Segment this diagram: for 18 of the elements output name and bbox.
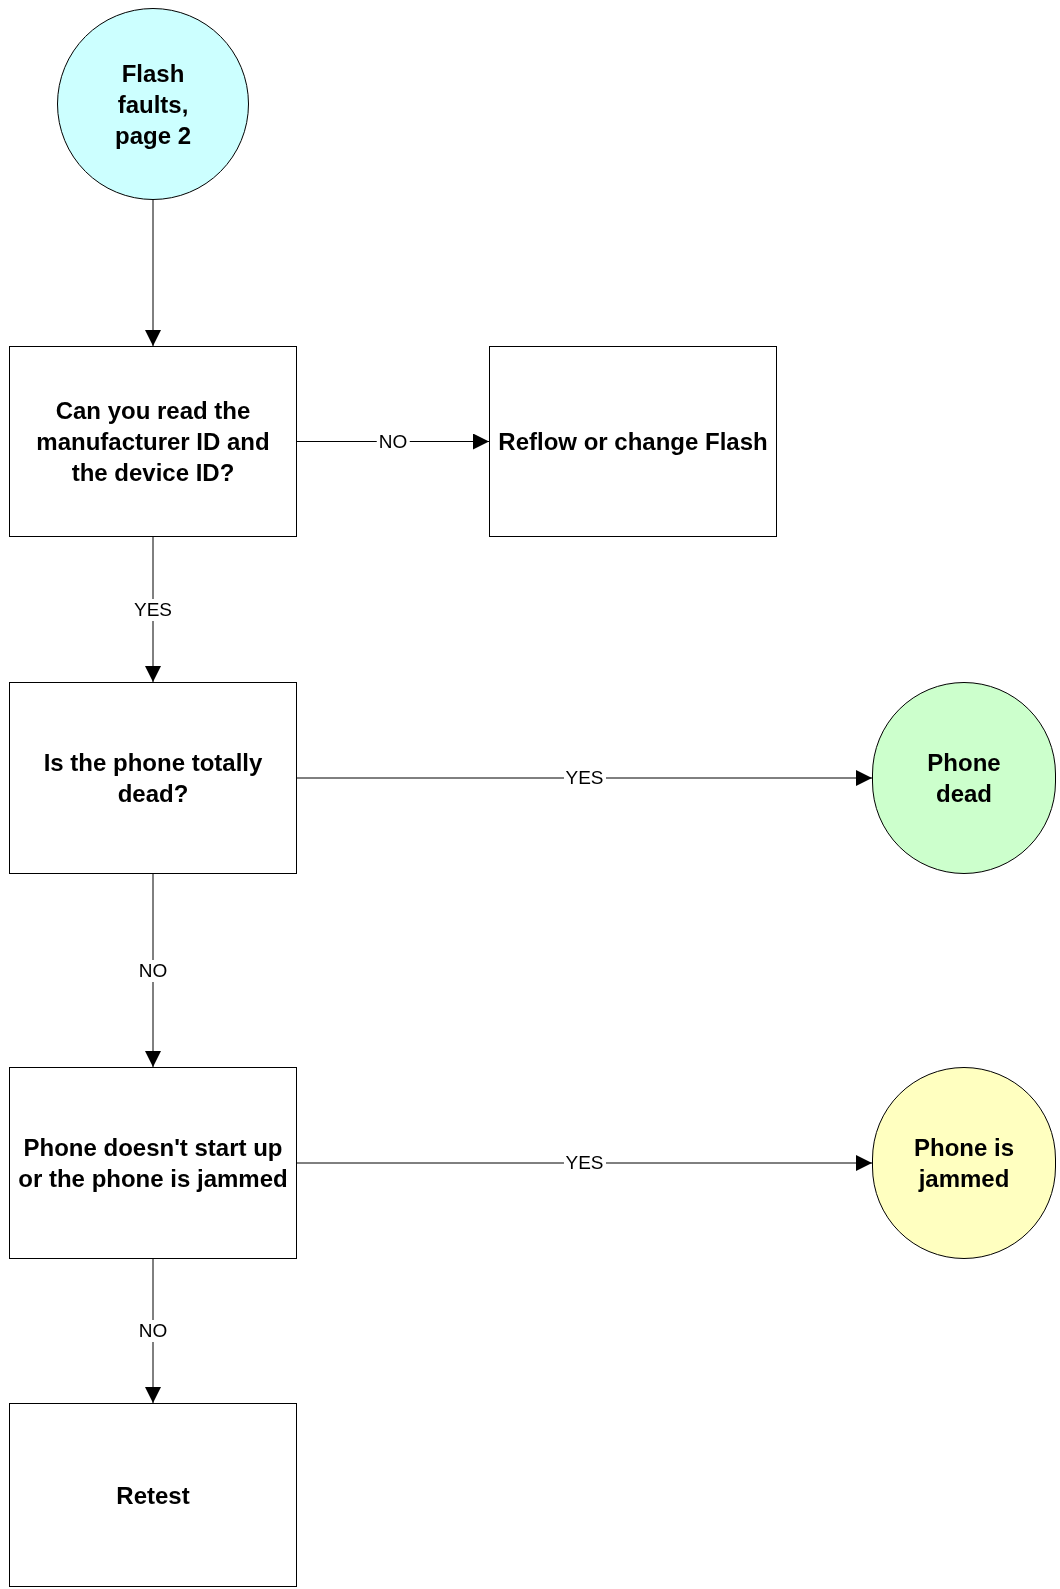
node-text: Is the phone totally dead? (42, 748, 264, 809)
process-box (9, 1403, 297, 1587)
node-text: Phone is jammed (913, 1133, 1015, 1194)
process-box (489, 346, 777, 537)
node-text: Flash faults, page 2 (114, 58, 192, 151)
node-text: Retest (116, 1480, 190, 1511)
node-text: Reflow or change Flash (498, 427, 768, 457)
arrow (296, 1155, 873, 1171)
arrow (145, 873, 161, 1068)
process-box (9, 1067, 297, 1259)
node-text: Phone dead (926, 748, 1002, 809)
edge-label: YES (132, 598, 174, 621)
arrow (145, 199, 161, 347)
arrow (296, 770, 873, 786)
node-text: Can you read the manufacturer ID and the device ID? (35, 396, 271, 488)
process-box (9, 346, 297, 537)
process-box (9, 682, 297, 874)
node-text: Phone doesn't start up or the phone is jammed (18, 1133, 288, 1194)
